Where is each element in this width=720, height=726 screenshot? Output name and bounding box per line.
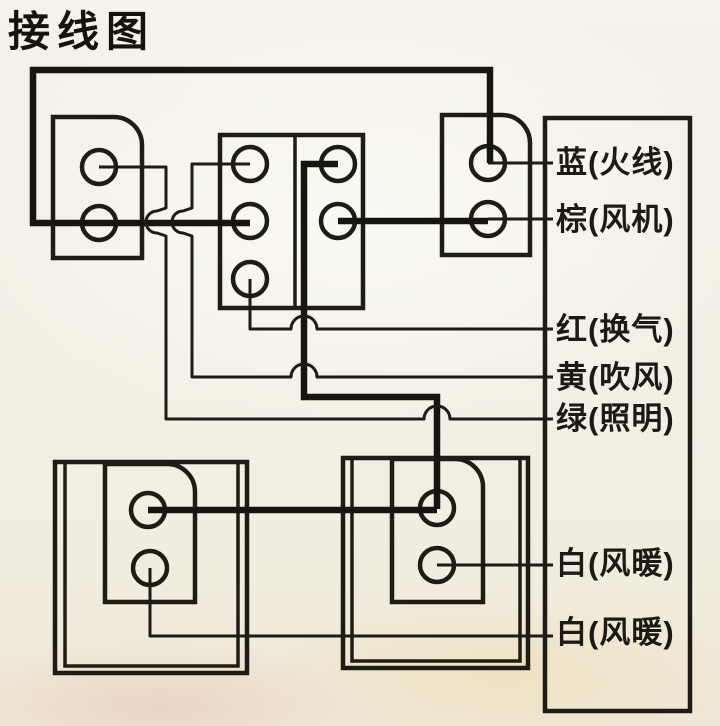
- bottom-left-connector: [52, 459, 250, 676]
- terminal-strip-panel: [542, 115, 693, 714]
- wire-switch-to-heater: [300, 160, 441, 509]
- top-right-connector: [439, 112, 533, 258]
- wire-yellow-blow: [170, 162, 553, 379]
- middle-switch-block: [217, 132, 366, 311]
- panel-label-blue-live: 蓝(火线): [556, 145, 675, 180]
- middle-switch-block-body: [217, 132, 366, 311]
- bottom-left-connector-outer: [52, 459, 250, 676]
- top-left-connector-body: [50, 114, 145, 261]
- bottom-right-connector-outer: [340, 455, 531, 671]
- wire-live-feed: [29, 66, 494, 227]
- panel-label-white-heat-2: 白(风暖): [556, 615, 675, 650]
- panel-label-white-heat-1: 白(风暖): [556, 546, 675, 581]
- wire-white-heat-2: [148, 568, 553, 638]
- top-right-connector-body: [439, 112, 533, 258]
- wire-green-lighting: [99, 165, 553, 421]
- wire-red-vent: [248, 279, 553, 331]
- panel-label-green-light: 绿(照明): [556, 401, 675, 436]
- bottom-right-connector-dblock: [389, 456, 486, 605]
- page-title: 接线图: [8, 9, 155, 56]
- panel-labels: 蓝(火线) 棕(风机) 红(换气) 黄(吹风) 绿(照明) 白(风暖) 白(风暖…: [556, 145, 675, 650]
- panel-label-red-vent: 红(换气): [556, 312, 675, 347]
- bottom-left-connector-dblock: [102, 461, 198, 605]
- panel-label-brown-fan: 棕(风机): [556, 202, 675, 237]
- top-left-connector: [50, 114, 145, 261]
- bottom-right-connector-inner: [350, 458, 522, 663]
- bottom-left-connector-inner: [63, 462, 240, 668]
- panel-label-yellow-blow: 黄(吹风): [556, 360, 675, 395]
